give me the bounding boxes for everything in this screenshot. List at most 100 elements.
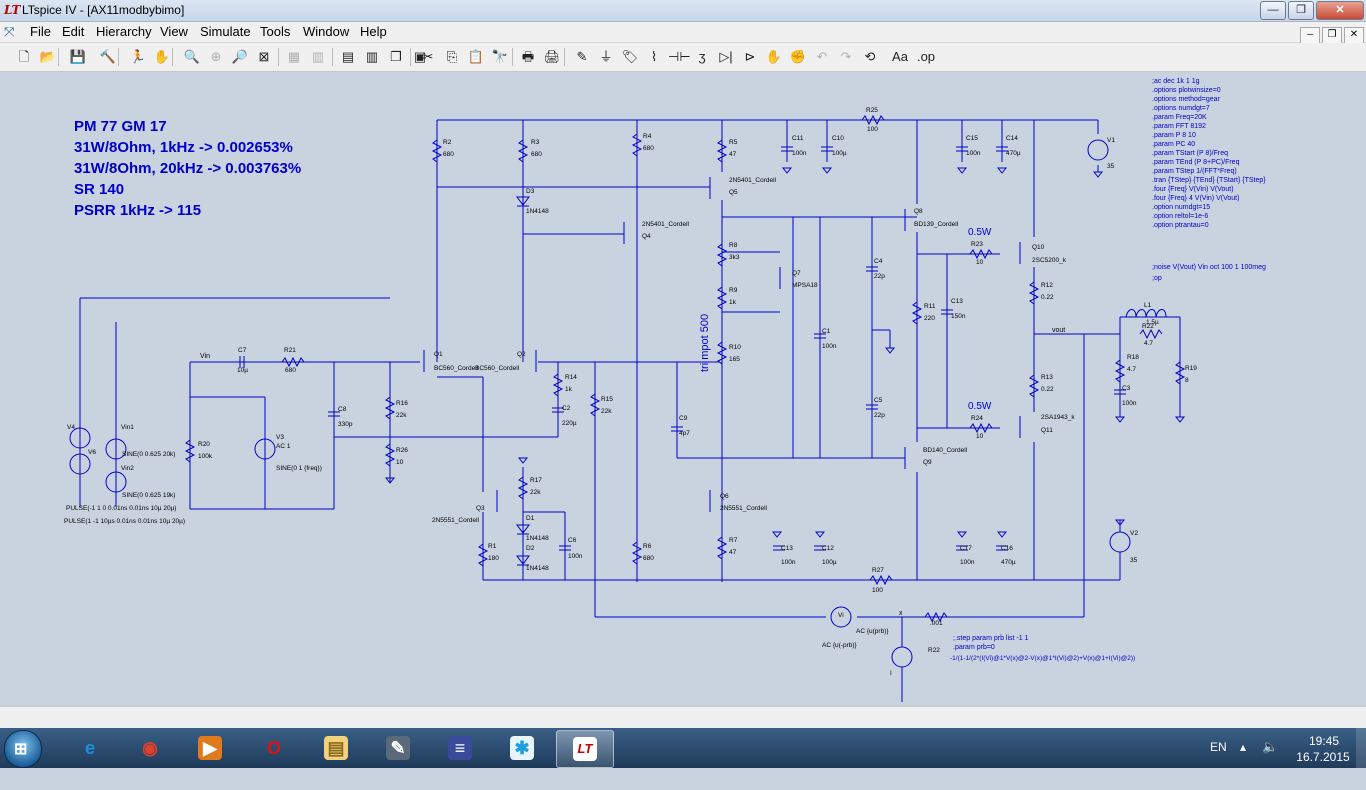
- label-q4[interactable]: Q4: [642, 233, 651, 240]
- copy-button[interactable]: ⎘: [446, 49, 458, 64]
- value-q11[interactable]: 2SA1943_k: [1041, 414, 1075, 421]
- volume-icon[interactable]: 🔈: [1262, 739, 1279, 754]
- value-r18[interactable]: 4.7: [1127, 366, 1136, 373]
- directive-line[interactable]: .param TStart (P 8)/Freq: [1152, 150, 1228, 157]
- value-q7[interactable]: MPSA18: [792, 282, 818, 289]
- value-vi[interactable]: AC {u(prb)}: [856, 628, 889, 635]
- tile-vertical-button[interactable]: ▥: [365, 49, 379, 64]
- value-c3[interactable]: 100n: [1122, 400, 1137, 407]
- paste-button[interactable]: 📋: [467, 49, 485, 64]
- value-l1[interactable]: 1.5µ: [1146, 319, 1159, 326]
- label-c11[interactable]: C11: [792, 135, 804, 142]
- pulse-source-2[interactable]: PULSE(1 -1 10µs 0.01ns 0.01ns 10µ 20µ): [64, 518, 185, 525]
- capacitor-button[interactable]: ⊣⊢: [668, 49, 691, 64]
- pan-button[interactable]: ⊕: [210, 49, 222, 64]
- label-c1[interactable]: C1: [822, 328, 831, 335]
- value-c14[interactable]: 470µ: [1006, 150, 1021, 157]
- label-r8[interactable]: R8: [729, 242, 738, 249]
- value-c7[interactable]: 10µ: [237, 367, 248, 374]
- value-d1[interactable]: 1N4148: [526, 535, 549, 542]
- value-r7[interactable]: 47: [729, 549, 737, 556]
- value-q8[interactable]: BD139_Cordell: [914, 221, 959, 228]
- value-c1[interactable]: 100n: [822, 343, 837, 350]
- label-q8[interactable]: Q8: [914, 208, 923, 215]
- label-r2[interactable]: R2: [443, 139, 452, 146]
- taskbar-opera[interactable]: O: [246, 730, 302, 766]
- meas-expression[interactable]: -1/(1-1/(2*(I(Vi)@1*V(x)@2-V(x)@1*I(Vi)@…: [950, 655, 1135, 662]
- value-r20[interactable]: 100k: [198, 453, 213, 460]
- label-r24[interactable]: R24: [971, 415, 983, 422]
- label-q11[interactable]: Q11: [1041, 427, 1053, 434]
- param-prb-directive[interactable]: .param prb=0: [953, 644, 995, 651]
- value-r27[interactable]: 100: [872, 587, 883, 594]
- value-r9[interactable]: 1k: [729, 299, 737, 306]
- taskbar-messenger[interactable]: ✱: [494, 730, 550, 766]
- value-vin1[interactable]: SINE(0 0.625 20k): [122, 451, 175, 458]
- label-r6[interactable]: R6: [643, 543, 652, 550]
- menu-file[interactable]: File: [30, 24, 51, 39]
- menu-edit[interactable]: Edit: [62, 24, 85, 39]
- menu-view[interactable]: View: [160, 24, 188, 39]
- undo-button[interactable]: ↶: [816, 49, 828, 64]
- label-q9[interactable]: Q9: [923, 459, 932, 466]
- mdi-minimize-button[interactable]: –: [1300, 27, 1320, 44]
- label-r5[interactable]: R5: [729, 139, 738, 146]
- mdi-close-button[interactable]: ✕: [1344, 27, 1364, 44]
- directive-line[interactable]: .four {Freq} V(Vin) V(Vout): [1152, 186, 1234, 193]
- label-r12[interactable]: R12: [1041, 282, 1053, 289]
- value-r13[interactable]: 0.22: [1041, 386, 1054, 393]
- taskbar-chrome[interactable]: ◉: [122, 730, 178, 766]
- value-r4[interactable]: 680: [643, 145, 654, 152]
- value-q9[interactable]: BD140_Cordell: [923, 447, 968, 454]
- label-r26[interactable]: R26: [396, 447, 408, 454]
- value-r3[interactable]: 680: [531, 151, 542, 158]
- print-button[interactable]: 🖨: [543, 49, 561, 64]
- value-r26[interactable]: 10: [396, 459, 404, 466]
- value-r17[interactable]: 22k: [530, 489, 541, 496]
- taskbar-media-player[interactable]: ▶: [182, 730, 238, 766]
- zoom-in-button[interactable]: 🔍: [183, 49, 201, 64]
- close-windows-button[interactable]: ▣: [413, 49, 427, 64]
- value-q5[interactable]: 2N5401_Cordell: [729, 177, 777, 184]
- value-v3-ac[interactable]: AC 1: [276, 443, 291, 450]
- label-v3[interactable]: V3: [276, 434, 284, 441]
- value-c10[interactable]: 100µ: [832, 150, 847, 157]
- label-q6[interactable]: Q6: [720, 493, 729, 500]
- drag-button[interactable]: ✊: [789, 49, 807, 64]
- ground-button[interactable]: ⏚: [599, 49, 613, 64]
- label-v6[interactable]: V6: [88, 449, 96, 456]
- directive-line[interactable]: .option numdgt=15: [1152, 204, 1210, 211]
- close-button[interactable]: ✕: [1316, 1, 1364, 20]
- label-c5[interactable]: C5: [874, 397, 883, 404]
- value-r6[interactable]: 680: [643, 555, 654, 562]
- value-c11[interactable]: 100n: [792, 150, 807, 157]
- directive-line[interactable]: .options numdgt=7: [1152, 105, 1210, 112]
- label-c15[interactable]: C15: [966, 135, 978, 142]
- text-button[interactable]: Aa: [892, 49, 908, 64]
- label-c13[interactable]: C13: [951, 298, 963, 305]
- menu-tools[interactable]: Tools: [260, 24, 291, 39]
- op-directive[interactable]: ;op: [1152, 275, 1162, 282]
- menu-simulate[interactable]: Simulate: [200, 24, 251, 39]
- new-schematic-button[interactable]: 🗋: [18, 49, 30, 64]
- value-d3[interactable]: 1N4148: [526, 208, 549, 215]
- value-c15[interactable]: 100n: [966, 150, 981, 157]
- label-r18[interactable]: R18: [1127, 354, 1139, 361]
- label-d1[interactable]: D1: [526, 515, 535, 522]
- label-r22[interactable]: R22: [928, 647, 940, 654]
- label-vi[interactable]: Vi: [838, 612, 844, 619]
- label-r9[interactable]: R9: [729, 287, 738, 294]
- value-v1[interactable]: 35: [1107, 163, 1115, 170]
- clock-date[interactable]: 16.7.2015: [1296, 750, 1350, 764]
- clock-time[interactable]: 19:45: [1308, 734, 1340, 748]
- label-r4[interactable]: R4: [643, 133, 652, 140]
- run-button[interactable]: 🏃: [129, 49, 147, 64]
- value-r8[interactable]: 3k3: [729, 254, 740, 261]
- label-q10[interactable]: Q10: [1032, 244, 1045, 251]
- value-r12[interactable]: 0.22: [1041, 294, 1054, 301]
- label-d2[interactable]: D2: [526, 545, 535, 552]
- directive-line[interactable]: .param PC 40: [1152, 141, 1195, 148]
- autoscale-button[interactable]: ▦: [287, 49, 301, 64]
- value-r24[interactable]: 10: [976, 433, 984, 440]
- value-r19[interactable]: 8: [1185, 377, 1189, 384]
